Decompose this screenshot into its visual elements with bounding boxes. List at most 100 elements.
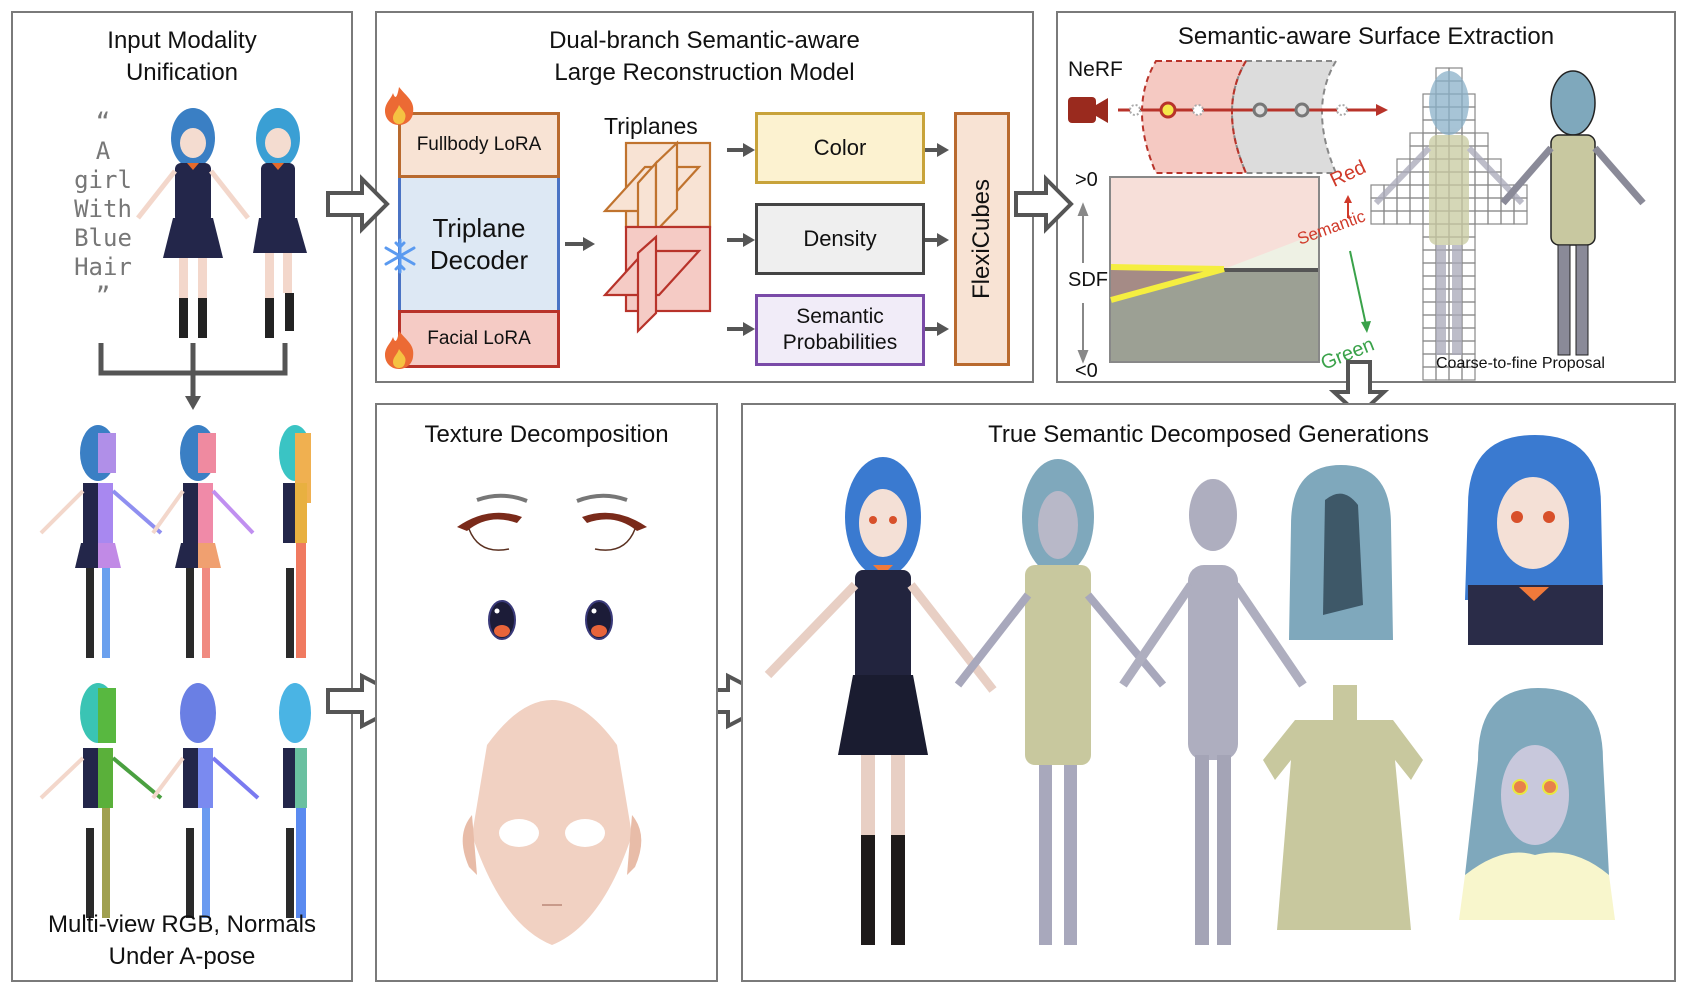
flexicubes-block: FlexiCubes — [954, 112, 1010, 366]
density-block: Density — [755, 203, 925, 275]
eyebrows-eyelashes-texture — [457, 493, 647, 551]
voxel-cell — [1474, 184, 1489, 199]
head-closeup-textured-result — [1465, 435, 1603, 645]
voxel-cell — [1461, 340, 1476, 355]
voxel-cell — [1422, 340, 1437, 355]
voxel-cell — [1461, 288, 1476, 303]
voxel-cell — [1461, 301, 1476, 316]
sample-point — [1129, 104, 1141, 116]
voxel-cell — [1461, 366, 1476, 381]
voxel-cell — [1409, 132, 1424, 147]
prompt-close-quote: ” — [95, 282, 111, 310]
input-image-walking — [253, 108, 307, 338]
multiview-side — [279, 425, 311, 658]
voxel-cell — [1474, 197, 1489, 212]
texture-layers — [457, 493, 647, 945]
surface-extraction-panel: Semantic-aware Surface Extraction NeRF — [1056, 11, 1676, 383]
fullbody-lora-label: Fullbody LoRA — [416, 134, 542, 155]
voxel-cell — [1461, 262, 1476, 277]
input-caption-line1: Multi-view RGB, Normals — [47, 911, 317, 938]
surface-title: Semantic-aware Surface Extraction — [1177, 23, 1555, 50]
color-label: Color — [813, 135, 867, 160]
voxel-cell — [1383, 210, 1398, 225]
texture-decomposition-panel: Texture Decomposition — [375, 403, 718, 982]
voxel-cell — [1383, 197, 1398, 212]
triplane-facial — [602, 225, 712, 334]
voxel-cell — [1422, 366, 1437, 381]
triplanes-graphic — [602, 140, 712, 334]
multiview-grid — [39, 425, 311, 918]
prompt-line: Blue — [74, 224, 132, 252]
voxel-cell — [1422, 288, 1437, 303]
snowflake-icon — [384, 238, 416, 274]
sample-point — [1252, 102, 1268, 118]
fullbody-lora-block: Fullbody LoRA — [398, 112, 560, 178]
decoder-label-line2: Decoder — [429, 245, 529, 275]
voxel-cell — [1422, 249, 1437, 264]
arrow-decoder-to-triplanes — [565, 237, 595, 251]
voxel-cell — [1461, 314, 1476, 329]
voxel-cell — [1409, 197, 1424, 212]
lrm-graphics — [384, 87, 949, 369]
surface-graphics — [1068, 60, 1646, 381]
prompt-line: girl — [74, 166, 132, 194]
voxel-cell — [1513, 210, 1528, 225]
voxel-cell — [1409, 210, 1424, 225]
body-result — [1119, 479, 1307, 945]
semantic-label-line2: Probabilities — [782, 331, 898, 354]
flexicubes-label: FlexiCubes — [968, 178, 996, 300]
camera-icon — [1068, 97, 1108, 123]
voxel-cell — [1487, 197, 1502, 212]
sample-point — [1294, 102, 1310, 118]
sdf-label: SDF — [1068, 269, 1108, 291]
sdf-positive-label: >0 — [1075, 169, 1098, 191]
facial-lora-label: Facial LoRA — [427, 328, 531, 349]
merge-arrow-head — [185, 396, 201, 410]
triplanes-label: Triplanes — [604, 113, 698, 139]
input-modality-panel: Input Modality Unification “ A girl With… — [11, 11, 353, 982]
generations-panel: True Semantic Decomposed Generations — [741, 403, 1676, 982]
fire-icon — [385, 87, 414, 125]
texture-title: Texture Decomposition — [424, 421, 669, 448]
multiview-front — [39, 425, 163, 658]
input-panel-title-line1: Input Modality — [107, 27, 257, 54]
voxel-cell — [1409, 184, 1424, 199]
ray — [1118, 101, 1388, 119]
voxel-cell — [1461, 275, 1476, 290]
clothing-result — [1263, 685, 1423, 930]
lrm-title-line2: Large Reconstruction Model — [554, 59, 855, 86]
voxel-cell — [1396, 210, 1411, 225]
triplane-decoder-block: Triplane Decoder — [398, 178, 560, 310]
voxel-cell — [1487, 210, 1502, 225]
hair-result — [1289, 465, 1393, 640]
generation-results — [764, 435, 1615, 945]
sample-point — [1336, 104, 1348, 116]
voxel-cell — [1474, 132, 1489, 147]
voxel-cell — [1422, 353, 1437, 368]
input-panel-title-line2: Unification — [125, 59, 239, 86]
decoder-label-line1: Triplane — [432, 213, 526, 243]
voxel-cell — [1474, 171, 1489, 186]
prompt-open-quote: “ — [95, 108, 111, 136]
input-character-images — [39, 108, 311, 918]
voxel-cell — [1422, 314, 1437, 329]
sample-point — [1192, 104, 1204, 116]
text-prompt: “ A girl With Blue Hair ” — [58, 108, 148, 311]
semantic-probabilities-block: Semantic Probabilities — [755, 294, 925, 366]
multiview-three-quarter — [151, 425, 255, 658]
color-block: Color — [755, 112, 925, 184]
sample-point-surface — [1159, 101, 1177, 119]
merge-arrow — [98, 343, 288, 398]
proposal-caption: Coarse-to-fine Proposal — [1436, 355, 1605, 372]
head-closeup-semantic-result — [1459, 688, 1615, 920]
voxel-cell — [1396, 197, 1411, 212]
facial-lora-block: Facial LoRA — [398, 310, 560, 368]
voxel-cell — [1422, 262, 1437, 277]
voxel-cell — [1461, 327, 1476, 342]
input-caption-line2: Under A-pose — [108, 943, 256, 970]
sdf-axis — [1077, 202, 1089, 364]
nerf-volumes — [1141, 60, 1338, 174]
prompt-line: With — [74, 195, 132, 223]
iris-texture — [488, 600, 613, 640]
